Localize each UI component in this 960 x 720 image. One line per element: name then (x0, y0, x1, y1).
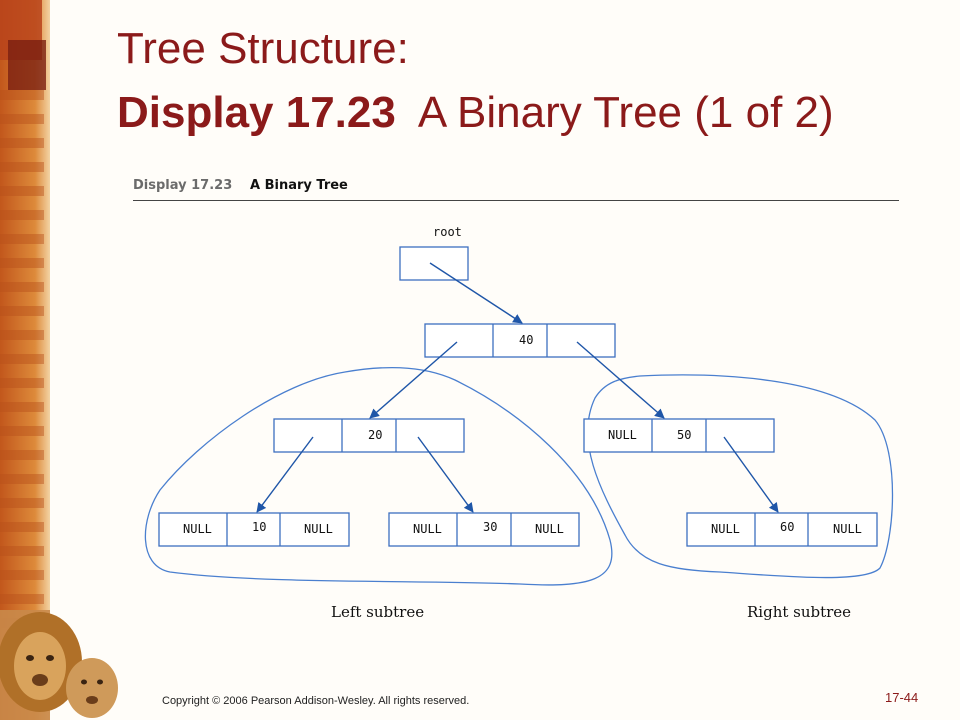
arrow-20-to-10 (256, 436, 314, 513)
tree-node-30: NULL 30 NULL (388, 512, 580, 547)
node-value: 20 (368, 428, 382, 442)
tree-node-20: 20 (273, 418, 465, 453)
sidebar-stripe (0, 354, 44, 364)
left-subtree-outline (144, 366, 613, 586)
figure-label: Display 17.23 (133, 178, 233, 193)
sidebar-stripe (0, 522, 44, 532)
right-subtree-label: Right subtree (747, 603, 851, 621)
sidebar-stripe (0, 426, 44, 436)
lion-artwork (0, 612, 118, 718)
sidebar-stripe (0, 330, 44, 340)
slide-title-line2: Display 17.23 A Binary Tree (1 of 2) (117, 88, 834, 138)
tree-node-40: 40 (424, 323, 616, 358)
sidebar-stripe (0, 474, 44, 484)
right-subtree-outline (587, 374, 894, 579)
sidebar-stripe (0, 114, 44, 124)
node-right-null: NULL (304, 522, 333, 536)
node-value: 30 (483, 520, 497, 534)
node-value: 50 (677, 428, 691, 442)
node-left-null: NULL (711, 522, 740, 536)
figure-rule (133, 200, 899, 201)
node-right-null: NULL (833, 522, 862, 536)
tree-node-50: NULL 50 (583, 418, 775, 453)
tree-node-10: NULL 10 NULL (158, 512, 350, 547)
node-value: 10 (252, 520, 266, 534)
sidebar-stripe (0, 378, 44, 388)
sidebar-stripe (0, 498, 44, 508)
decorative-sidebar (0, 0, 50, 720)
sidebar-stripe (0, 210, 44, 220)
tree-node-60: NULL 60 NULL (686, 512, 878, 547)
arrow-40-to-50 (576, 341, 665, 419)
sidebar-stripe (0, 546, 44, 556)
node-value: 60 (780, 520, 794, 534)
sidebar-stripe (0, 402, 44, 412)
left-subtree-label: Left subtree (331, 603, 424, 621)
sidebar-stripe (0, 162, 44, 172)
slide-number: 17-44 (885, 690, 919, 705)
root-label: root (433, 225, 462, 239)
sidebar-stripe (0, 450, 44, 460)
node-left-null: NULL (413, 522, 442, 536)
sidebar-stripe (0, 90, 44, 100)
node-right-null: NULL (535, 522, 564, 536)
sidebar-stripe (0, 306, 44, 316)
figure-caption: A Binary Tree (250, 178, 348, 193)
node-left-null: NULL (608, 428, 637, 442)
sidebar-stripe (0, 234, 44, 244)
sidebar-stripe (0, 186, 44, 196)
arrow-root-to-40 (429, 262, 523, 324)
sidebar-stripe (0, 594, 44, 604)
slide-title-line1: Tree Structure: (117, 24, 409, 73)
arrow-20-to-30 (417, 436, 474, 513)
slide-title-bold: Display 17.23 (117, 88, 396, 137)
root-pointer-box (399, 246, 469, 281)
sidebar-stripe (0, 138, 44, 148)
slide-title-rest: A Binary Tree (1 of 2) (417, 88, 834, 137)
node-value: 40 (519, 333, 533, 347)
sidebar-stripe (0, 258, 44, 268)
arrow-40-to-20 (369, 341, 458, 419)
arrow-50-to-60 (723, 436, 779, 513)
node-left-null: NULL (183, 522, 212, 536)
sidebar-stripe (0, 570, 44, 580)
sidebar-stripe (0, 282, 44, 292)
copyright-text: Copyright © 2006 Pearson Addison-Wesley.… (162, 695, 470, 707)
